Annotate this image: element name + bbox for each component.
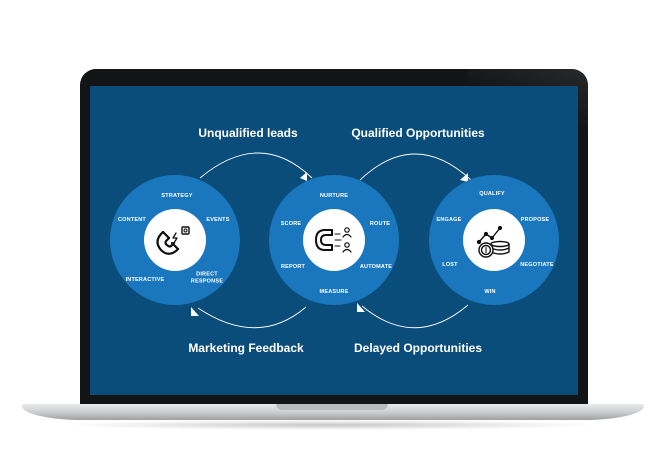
circle-sales-center bbox=[463, 209, 525, 271]
label-qualified-opportunities: Qualified Opportunities bbox=[351, 126, 485, 140]
word-qualify: QUALIFY bbox=[479, 190, 505, 197]
word-strategy: STRATEGY bbox=[161, 192, 193, 199]
arc-unqualified bbox=[199, 152, 313, 179]
word-nurture: NURTURE bbox=[319, 192, 349, 199]
word-propose: PROPOSE bbox=[520, 216, 550, 223]
arc-delayed bbox=[361, 304, 469, 329]
arrowhead-delayed bbox=[357, 303, 365, 312]
laptop-notch bbox=[276, 404, 388, 410]
word-interactive: INTERACTIVE bbox=[125, 276, 165, 283]
arrowhead-unqualified bbox=[300, 172, 307, 181]
word-measure: MEASURE bbox=[319, 288, 349, 295]
word-engage: ENGAGE bbox=[436, 216, 462, 223]
word-route: ROUTE bbox=[369, 220, 391, 227]
arc-qualified bbox=[359, 153, 472, 181]
arrowhead-feedback bbox=[191, 307, 199, 316]
word-win: WIN bbox=[484, 288, 496, 295]
arc-feedback bbox=[197, 306, 307, 329]
label-marketing-feedback: Marketing Feedback bbox=[188, 341, 304, 355]
word-lost: LOST bbox=[442, 261, 458, 268]
coins-chart-icon bbox=[476, 225, 510, 258]
magnet-people-icon bbox=[315, 227, 352, 253]
label-delayed-opportunities: Delayed Opportunities bbox=[353, 341, 483, 355]
word-automate: AUTOMATE bbox=[359, 263, 393, 270]
word-direct-response: DIRECT RESPONSE bbox=[190, 271, 224, 285]
laptop-base bbox=[22, 404, 644, 420]
magnet-icon bbox=[156, 226, 190, 255]
circle-marketing-center bbox=[144, 209, 206, 271]
word-negotiate: NEGOTIATE bbox=[520, 261, 554, 268]
circle-lead-management-center bbox=[303, 209, 365, 271]
word-report: REPORT bbox=[280, 263, 306, 270]
arrowhead-qualified bbox=[460, 173, 468, 182]
word-content: CONTENT bbox=[118, 216, 146, 223]
word-score: SCORE bbox=[280, 220, 302, 227]
laptop-shadow bbox=[60, 420, 600, 430]
word-events: EVENTS bbox=[206, 216, 230, 223]
label-unqualified-leads: Unqualified leads bbox=[198, 126, 298, 140]
